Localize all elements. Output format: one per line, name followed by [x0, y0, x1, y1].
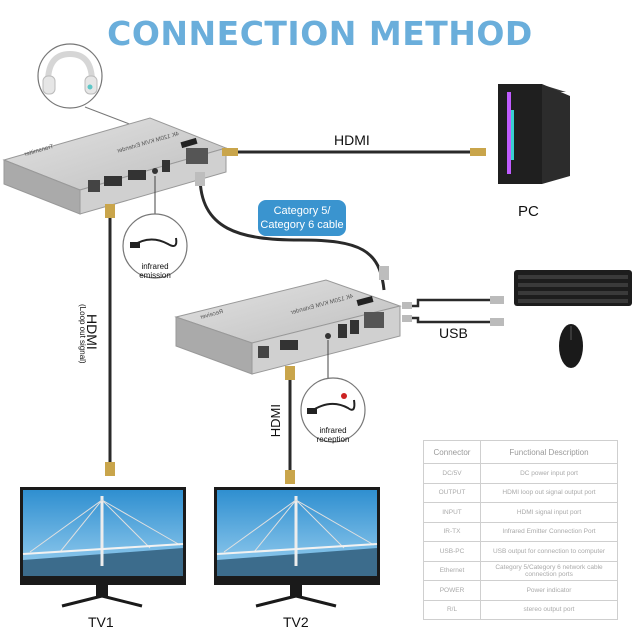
hdmi-rx-label: HDMI: [268, 404, 283, 438]
transmitter-device: [2, 117, 228, 215]
tv1-monitor: [20, 487, 186, 608]
mouse-icon: [559, 324, 583, 368]
page-title: CONNECTION METHOD: [107, 14, 533, 53]
hdmi-pc-label: HDMI: [334, 132, 370, 148]
pc-label: PC: [518, 203, 539, 220]
table-header-connector: Connector: [423, 440, 481, 464]
loop-out-label: (Loop out signal): [78, 304, 87, 364]
hdmi-cable-tv1: [105, 204, 115, 476]
hdmi-cable-pc: [222, 148, 486, 156]
hdmi-cable-tv2: [285, 366, 295, 484]
table-header-description: Functional Description: [480, 440, 618, 464]
table-cell: DC/5V: [423, 463, 481, 484]
category-cable: [195, 172, 389, 291]
keyboard-icon: [514, 270, 632, 306]
table-cell: HDMI loop out signal output port: [480, 482, 618, 503]
table-cell: POWER: [423, 580, 481, 601]
table-cell: INPUT: [423, 502, 481, 523]
infrared-reception-label: infrared reception: [316, 426, 350, 444]
tv2-monitor: [214, 487, 380, 608]
table-cell: USB-PC: [423, 541, 481, 562]
usb-label: USB: [439, 325, 468, 341]
table-cell: DC power input port: [480, 463, 618, 484]
table-cell: stereo output port: [480, 599, 618, 620]
table-cell: Power indicator: [480, 580, 618, 601]
table-cell: HDMI signal input port: [480, 502, 618, 523]
table-cell: Infrared Emitter Connection Port: [480, 521, 618, 542]
pc-tower-icon: [498, 84, 570, 184]
table-cell: USB output for connection to computer: [480, 541, 618, 562]
infrared-receiver-icon: [300, 340, 366, 443]
headphone-icon: [37, 43, 141, 129]
infrared-emission-label: infrared emission: [139, 262, 171, 280]
usb-cables: [402, 296, 504, 326]
hdmi-loop-label: HDMI: [84, 314, 100, 350]
table-cell: IR-TX: [423, 521, 481, 542]
tv1-label: TV1: [88, 614, 114, 630]
table-cell: Category 5/Category 6 network cable conn…: [480, 560, 618, 581]
table-header-row: Connector Functional Description: [423, 440, 618, 464]
table-cell: Ethernet: [423, 560, 481, 581]
table-cell: OUTPUT: [423, 482, 481, 503]
receiver-device: [174, 279, 402, 375]
infrared-emitter-icon: [122, 176, 188, 279]
tv2-label: TV2: [283, 614, 309, 630]
category-cable-badge: Category 5/ Category 6 cable: [258, 200, 346, 236]
table-cell: R/L: [423, 599, 481, 620]
